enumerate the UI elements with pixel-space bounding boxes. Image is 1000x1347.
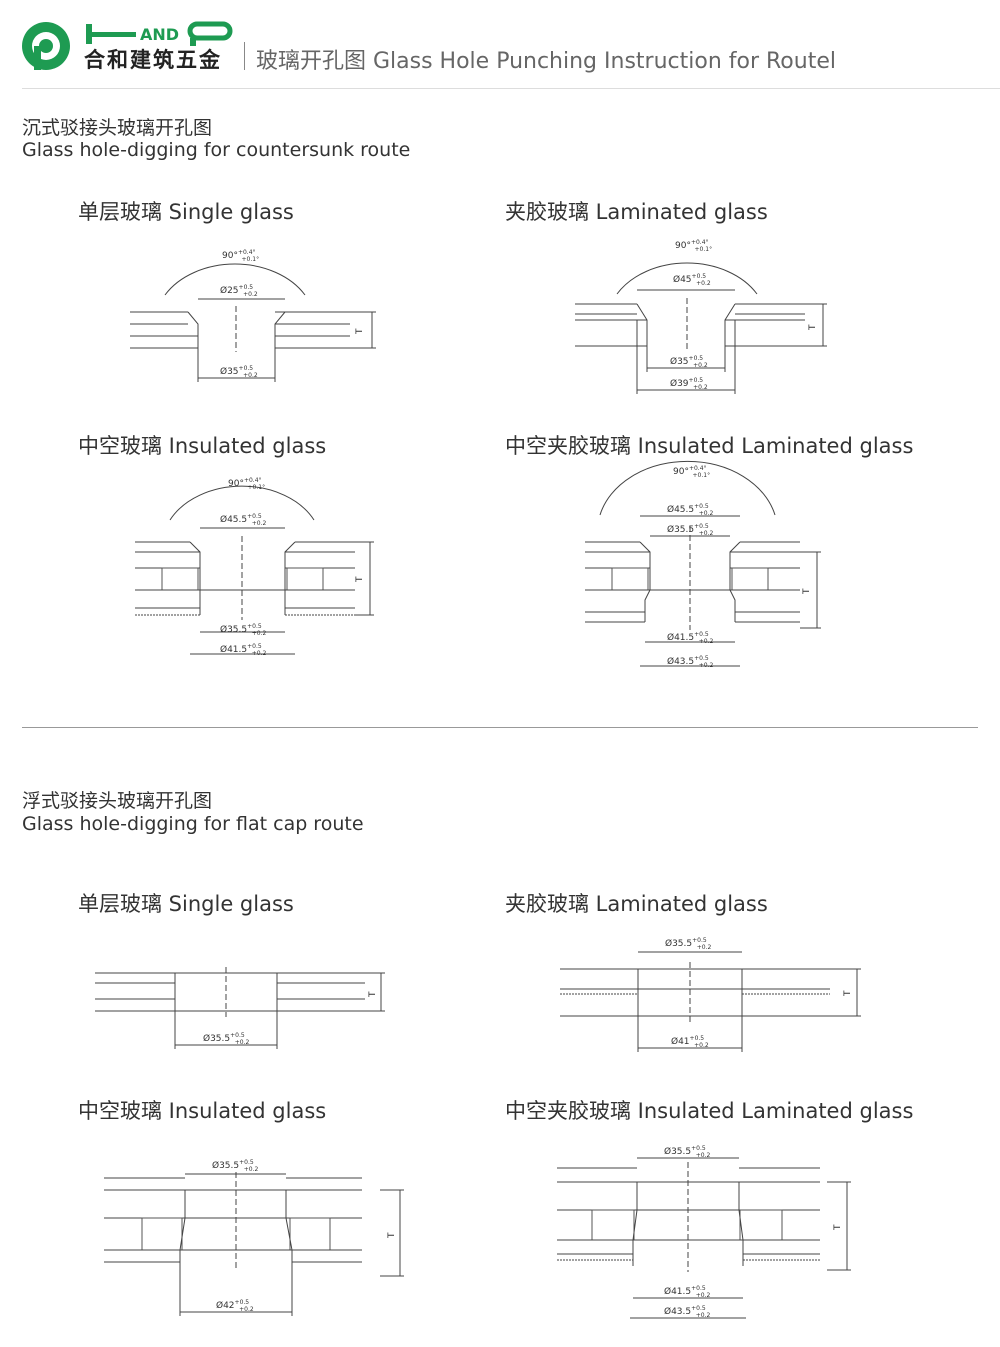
svg-text:Ø35.5+0.5+0.2: Ø35.5+0.5+0.2 — [203, 1032, 249, 1046]
logo-wordmark: AND — [140, 25, 179, 44]
svg-text:Ø41+0.5+0.2: Ø41+0.5+0.2 — [671, 1035, 709, 1049]
section1-title-zh: 沉式驳接头玻璃开孔图 — [22, 117, 213, 139]
section-divider — [22, 727, 978, 728]
svg-text:Ø41.5+0.5+0.2: Ø41.5+0.5+0.2 — [667, 631, 713, 645]
svg-text:T: T — [355, 576, 365, 583]
svg-text:Ø43.5+0.5+0.2: Ø43.5+0.5+0.2 — [667, 655, 713, 669]
svg-text:Ø39+0.5+0.2: Ø39+0.5+0.2 — [670, 377, 708, 391]
svg-text:Ø35.5+0.5+0.2: Ø35.5+0.5+0.2 — [220, 623, 266, 637]
svg-text:90°+0.4°+0.1°: 90°+0.4°+0.1° — [222, 249, 259, 263]
s1-laminated-title: 夹胶玻璃 Laminated glass — [505, 200, 768, 224]
svg-text:Ø42+0.5+0.2: Ø42+0.5+0.2 — [216, 1299, 254, 1313]
svg-text:T: T — [808, 324, 818, 331]
page-title: 玻璃开孔图 Glass Hole Punching Instruction fo… — [256, 49, 836, 74]
s2-laminated-title: 夹胶玻璃 Laminated glass — [505, 892, 768, 916]
svg-text:Ø45.5+0.5+0.2: Ø45.5+0.5+0.2 — [667, 503, 713, 517]
svg-text:Ø45+0.5+0.2: Ø45+0.5+0.2 — [673, 273, 711, 287]
s1-insulated-laminated-drawing: 90°+0.4°+0.1° Ø45.5+0.5+0.2 Ø35.5+0.5+0.… — [585, 460, 821, 669]
s1-single-title: 单层玻璃 Single glass — [78, 200, 294, 224]
s2-insulated-laminated-title: 中空夹胶玻璃 Insulated Laminated glass — [505, 1099, 914, 1123]
brand-name: 合和建筑五金 — [84, 48, 222, 72]
s2-insulated-laminated-drawing: Ø35.5+0.5+0.2 Ø41.5+0.5+0.2 Ø43.5+0.5+0.… — [557, 1145, 851, 1319]
svg-text:90°+0.4°+0.1°: 90°+0.4°+0.1° — [675, 239, 712, 253]
svg-text:T: T — [802, 588, 812, 595]
header-rule — [22, 88, 1000, 89]
svg-text:Ø35+0.5+0.2: Ø35+0.5+0.2 — [670, 355, 708, 369]
svg-text:Ø41.5+0.5+0.2: Ø41.5+0.5+0.2 — [220, 643, 266, 657]
svg-text:T: T — [843, 990, 853, 997]
svg-text:Ø25+0.5+0.2: Ø25+0.5+0.2 — [220, 284, 258, 298]
s2-single-title: 单层玻璃 Single glass — [78, 892, 294, 916]
svg-text:Ø45.5+0.5+0.2: Ø45.5+0.5+0.2 — [220, 513, 266, 527]
s1-single-drawing: 90°+0.4°+0.1° Ø25+0.5+0.2 Ø35+0.5+0.2 T — [130, 249, 376, 382]
s2-laminated-drawing: Ø35.5+0.5+0.2 Ø41+0.5+0.2 T — [560, 937, 861, 1052]
svg-text:Ø41.5+0.5+0.2: Ø41.5+0.5+0.2 — [664, 1285, 710, 1299]
header-separator — [244, 42, 245, 70]
section2-title-en: Glass hole-digging for flat cap route — [22, 813, 364, 835]
section2-title-zh: 浮式驳接头玻璃开孔图 — [22, 790, 213, 812]
svg-text:90°+0.4°+0.1°: 90°+0.4°+0.1° — [673, 465, 710, 479]
s2-insulated-drawing: Ø35.5+0.5+0.2 Ø42+0.5+0.2 T — [104, 1159, 404, 1316]
s1-insulated-laminated-title: 中空夹胶玻璃 Insulated Laminated glass — [505, 434, 914, 458]
brand-logo: AND — [20, 20, 240, 72]
s2-insulated-title: 中空玻璃 Insulated glass — [78, 1099, 327, 1123]
s1-insulated-drawing: 90°+0.4°+0.1° Ø45.5+0.5+0.2 Ø35.5+0.5+0.… — [135, 477, 374, 657]
svg-text:T: T — [387, 1232, 397, 1239]
svg-text:Ø35+0.5+0.2: Ø35+0.5+0.2 — [220, 365, 258, 379]
svg-text:Ø43.5+0.5+0.2: Ø43.5+0.5+0.2 — [664, 1305, 710, 1319]
svg-text:T: T — [368, 991, 378, 998]
s1-insulated-title: 中空玻璃 Insulated glass — [78, 434, 327, 458]
section1-title-en: Glass hole-digging for countersunk route — [22, 139, 411, 161]
svg-text:T: T — [355, 328, 365, 335]
svg-text:T: T — [833, 1224, 843, 1231]
s2-single-drawing: Ø35.5+0.5+0.2 T — [95, 967, 385, 1049]
svg-text:Ø35.5+0.5+0.2: Ø35.5+0.5+0.2 — [212, 1159, 258, 1173]
s1-laminated-drawing: 90°+0.4°+0.1° Ø45+0.5+0.2 Ø35+0.5+0.2 Ø3… — [575, 239, 827, 394]
svg-text:Ø35.5+0.5+0.2: Ø35.5+0.5+0.2 — [667, 523, 713, 537]
svg-text:Ø35.5+0.5+0.2: Ø35.5+0.5+0.2 — [665, 937, 711, 951]
svg-text:90°+0.4°+0.1°: 90°+0.4°+0.1° — [228, 477, 265, 491]
svg-text:Ø35.5+0.5+0.2: Ø35.5+0.5+0.2 — [664, 1145, 710, 1159]
